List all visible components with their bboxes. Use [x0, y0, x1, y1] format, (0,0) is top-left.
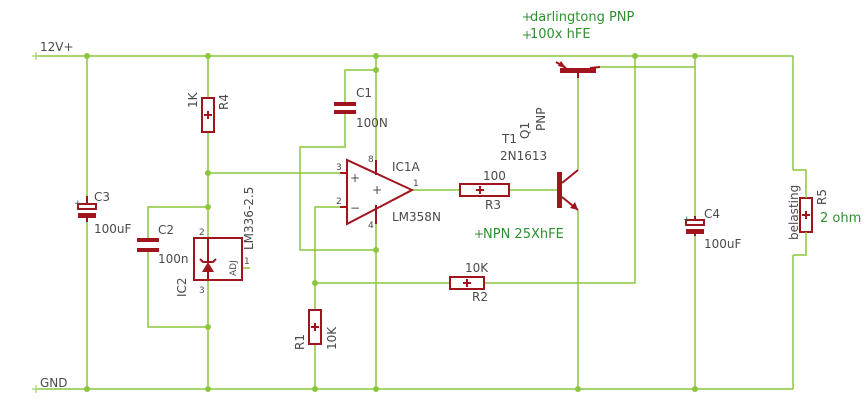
minus-input-wire: [314, 206, 340, 310]
ic2-pin2: 2: [199, 228, 205, 238]
r5-value: 2 ohm: [820, 211, 861, 226]
opamp-minus: −: [350, 201, 360, 215]
junctions: [84, 53, 698, 392]
opamp-pin8: 8: [368, 155, 374, 165]
r2-value: 10K: [465, 261, 489, 275]
q1-ref: Q1: [518, 122, 532, 139]
r4-ref: R4: [217, 94, 231, 110]
vcc-label: 12V+: [40, 40, 74, 54]
r1-value: 10K: [325, 326, 339, 350]
capacitor-c1: C1 100N: [334, 86, 388, 130]
junction-dot: [692, 53, 698, 59]
junction-dot: [205, 53, 211, 59]
resistor-r1: R1 10K: [293, 309, 339, 350]
c4-value: 100uF: [704, 237, 742, 251]
c1-wire-bottom: [299, 114, 376, 251]
r3-value: 100: [483, 169, 506, 183]
junction-dot: [373, 386, 379, 392]
q1-type: PNP: [534, 108, 548, 131]
r4-value: 1K: [186, 91, 200, 108]
note-npn: NPN 25XhFE: [483, 227, 564, 242]
opamp-pin4: 4: [368, 221, 374, 231]
junction-dot: [84, 386, 90, 392]
ic1a-value: LM358N: [392, 210, 441, 224]
svg-text:+: +: [74, 199, 82, 209]
c2-wire-top: [147, 206, 208, 238]
c2-ref: C2: [158, 223, 174, 237]
c1-value: 100N: [356, 116, 388, 130]
r2-wire-right: [484, 56, 636, 284]
capacitor-c3: + C3 100uF: [74, 190, 132, 236]
junction-dot: [373, 247, 379, 253]
note-darlington-2: 100x hFE: [530, 27, 591, 42]
transistor-q1-pnp: Q1 PNP: [518, 61, 601, 139]
resistor-r3: 100 R3: [459, 169, 510, 212]
net-labels: 12V+ GND: [32, 40, 74, 393]
r5-note: belasting: [787, 185, 801, 240]
junction-dot: [205, 386, 211, 392]
junction-dot: [692, 386, 698, 392]
ic2-value: LM336-2.5: [242, 187, 256, 250]
c1-ref: C1: [356, 86, 372, 100]
opamp-pin1: 1: [413, 179, 419, 189]
ic1a-ref: IC1A: [392, 160, 421, 174]
c3-ref: C3: [94, 190, 110, 204]
junction-dot: [632, 53, 638, 59]
ic2-pin3: 3: [199, 286, 205, 296]
junction-dot: [84, 53, 90, 59]
ic2-ref: IC2: [175, 277, 189, 297]
junction-dot: [205, 204, 211, 210]
junction-dot: [373, 53, 379, 59]
t1-ref: T1: [501, 132, 517, 146]
notes: darlingtong PNP 100x hFE NPN 25XhFE: [475, 10, 635, 242]
opamp-ic1a: + − + 3 2 8 4 1 IC1A LM358N: [336, 155, 441, 231]
c1-wire-top: [344, 69, 376, 102]
ic2-adj: ADJ: [229, 260, 239, 276]
junction-dot: [205, 324, 211, 330]
wires: [38, 55, 794, 390]
r5-ref: R5: [815, 189, 829, 205]
c4-ref: C4: [704, 207, 720, 221]
resistor-r4: 1K R4: [186, 91, 231, 133]
transistor-t1-npn: T1 2N1613: [500, 132, 579, 211]
reference-ic2: ADJ 2 3 1 IC2 LM336-2.5: [175, 187, 256, 297]
svg-text:+: +: [683, 215, 691, 225]
svg-text:+: +: [372, 183, 382, 197]
r1-ref: R1: [293, 334, 307, 350]
r2-ref: R2: [472, 290, 488, 304]
junction-dot: [312, 386, 318, 392]
gnd-label: GND: [40, 376, 68, 390]
opamp-plus: +: [350, 171, 360, 185]
ic2-pin1: 1: [244, 257, 250, 267]
junction-dot: [312, 280, 318, 286]
opamp-pin3: 3: [336, 163, 342, 173]
r3-ref: R3: [485, 198, 501, 212]
t1-type: 2N1613: [500, 149, 547, 163]
junction-dot: [205, 170, 211, 176]
capacitor-c4: + C4 100uF: [683, 207, 742, 251]
load-r5: R5 belasting 2 ohm: [787, 169, 861, 256]
junction-dot: [575, 386, 581, 392]
junction-dot: [373, 67, 379, 73]
note-darlington-1: darlingtong PNP: [530, 10, 635, 25]
opamp-pin2: 2: [336, 197, 342, 207]
c3-value: 100uF: [94, 222, 132, 236]
resistor-r2: 10K R2: [449, 261, 489, 304]
c2-wire-bottom: [147, 252, 208, 328]
capacitor-c2: C2 100n: [137, 223, 189, 266]
c2-value: 100n: [158, 252, 189, 266]
